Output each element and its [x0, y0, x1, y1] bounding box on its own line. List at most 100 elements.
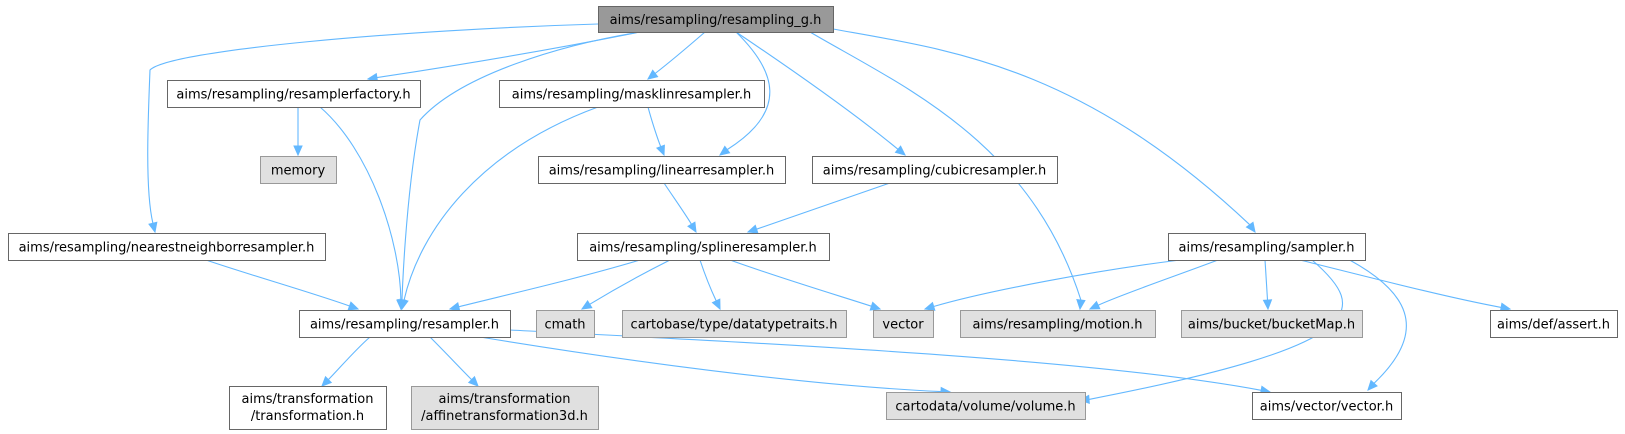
node-linearresampler[interactable]: aims/resampling/linearresampler.h	[538, 156, 786, 184]
node-label: memory	[271, 164, 326, 179]
node-box	[886, 392, 1086, 420]
edge-line	[403, 106, 599, 301]
arrow-head	[1076, 299, 1086, 311]
edge-splineresampler-to-cmath	[580, 259, 671, 310]
arrow-head	[647, 69, 659, 80]
node-label: vector	[882, 318, 924, 333]
node-resampler[interactable]: aims/resampling/resampler.h	[299, 310, 511, 338]
arrow-head	[1245, 221, 1256, 233]
node-label: aims/resampling/cubicresampler.h	[823, 164, 1046, 179]
node-splineresampler[interactable]: aims/resampling/splineresampler.h	[577, 233, 830, 261]
node-box	[229, 386, 387, 430]
node-cubicresampler[interactable]: aims/resampling/cubicresampler.h	[812, 156, 1058, 184]
node-label: aims/resampling/linearresampler.h	[549, 164, 775, 179]
node-transformation[interactable]: aims/transformation/transformation.h	[229, 386, 387, 430]
edge-line	[205, 259, 350, 307]
node-box	[167, 80, 421, 108]
node-box	[812, 156, 1058, 184]
node-box	[1181, 310, 1363, 338]
edge-line	[735, 31, 899, 150]
edge-line	[458, 259, 641, 308]
node-affine: aims/transformation/affinetransformation…	[411, 386, 599, 430]
arrow-head	[923, 301, 936, 311]
arrow-head	[347, 301, 360, 311]
node-box	[960, 310, 1156, 338]
edge-cubicresampler-to-splineresampler	[746, 182, 891, 234]
edge-sampler-to-motion	[1088, 259, 1219, 310]
edge-line	[509, 329, 1262, 391]
edge-line	[319, 106, 402, 301]
arrow-head	[1367, 379, 1378, 391]
node-resamplerfactory[interactable]: aims/resampling/resamplerfactory.h	[167, 80, 421, 108]
node-box	[1252, 392, 1402, 420]
node-resampling_g[interactable]: aims/resampling/resampling_g.h	[598, 6, 834, 33]
edge-resampler-to-vectorh	[509, 329, 1272, 395]
arrow-head	[467, 375, 479, 387]
node-vector: vector	[873, 310, 934, 338]
node-label: aims/resampling/splineresampler.h	[589, 241, 817, 256]
edge-sampler-to-vector	[923, 259, 1181, 311]
node-box	[538, 156, 786, 184]
edge-linearresampler-to-splineresampler	[663, 182, 697, 234]
node-box	[499, 80, 765, 108]
arrow-head	[148, 221, 158, 234]
edges-layer	[147, 23, 1512, 405]
node-label: aims/vector/vector.h	[1260, 400, 1393, 415]
edge-line	[809, 31, 1082, 301]
edge-line	[699, 259, 717, 302]
arrow-head	[1262, 299, 1273, 311]
edge-splineresampler-to-datatypetraits	[699, 259, 721, 311]
edge-sampler-to-bucketmap	[1262, 259, 1273, 311]
arrow-head	[869, 301, 882, 311]
arrow-head	[580, 299, 593, 310]
node-cmath: cmath	[536, 310, 595, 338]
edge-line	[1299, 259, 1502, 308]
arrow-head	[448, 302, 461, 312]
node-masklinresampler[interactable]: aims/resampling/masklinresampler.h	[499, 80, 765, 108]
node-box	[260, 156, 337, 184]
arrow-head	[719, 145, 731, 156]
edge-masklinresampler-to-resampler	[399, 106, 599, 311]
node-box	[536, 310, 595, 338]
arrow-head	[293, 145, 303, 157]
node-motion: aims/resampling/motion.h	[960, 310, 1156, 338]
node-box	[411, 386, 599, 430]
node-label: aims/def/assert.h	[1497, 318, 1610, 333]
edge-resampling_g-to-nearestneighbor	[147, 23, 599, 234]
node-label: aims/resampling/resampler.h	[310, 318, 499, 333]
node-datatypetraits: cartobase/type/datatypetraits.h	[622, 310, 847, 338]
edge-resampler-to-affine	[429, 336, 479, 387]
node-label: aims/resampling/motion.h	[972, 318, 1142, 333]
node-nearestneighbor[interactable]: aims/resampling/nearestneighborresampler…	[8, 233, 326, 261]
node-memory: memory	[260, 156, 337, 184]
node-sampler[interactable]: aims/resampling/sampler.h	[1168, 233, 1366, 261]
edge-splineresampler-to-resampler	[448, 259, 641, 312]
edge-line	[1339, 254, 1407, 384]
edge-line	[1264, 259, 1269, 301]
edge-resamplerfactory-to-resampler	[319, 106, 406, 311]
arrow-head	[1088, 300, 1101, 310]
edge-line	[647, 106, 662, 147]
node-box	[8, 233, 326, 261]
node-label: cmath	[544, 318, 585, 333]
node-label: /transformation.h	[251, 409, 364, 424]
node-label: aims/transformation	[439, 392, 571, 407]
node-vectorh[interactable]: aims/vector/vector.h	[1252, 392, 1402, 420]
node-label: aims/bucket/bucketMap.h	[1188, 318, 1355, 333]
node-assert[interactable]: aims/def/assert.h	[1490, 310, 1618, 338]
node-box	[598, 6, 834, 33]
edge-resampler-to-transformation	[321, 336, 371, 387]
node-bucketmap: aims/bucket/bucketMap.h	[1181, 310, 1363, 338]
node-label: aims/resampling/nearestneighborresampler…	[19, 241, 315, 256]
edge-resamplerfactory-to-memory	[293, 106, 303, 157]
node-label: aims/resampling/resamplerfactory.h	[176, 88, 410, 103]
nodes-layer: aims/resampling/resampling_g.h aims/resam…	[8, 6, 1618, 430]
node-label: aims/resampling/sampler.h	[1179, 241, 1355, 256]
edge-line	[729, 259, 872, 307]
arrow-head	[746, 224, 759, 234]
node-label: cartobase/type/datatypetraits.h	[631, 318, 838, 333]
edge-line	[832, 28, 1251, 226]
node-box	[577, 233, 830, 261]
node-volume: cartodata/volume/volume.h	[886, 392, 1086, 420]
edge-line	[589, 259, 671, 305]
